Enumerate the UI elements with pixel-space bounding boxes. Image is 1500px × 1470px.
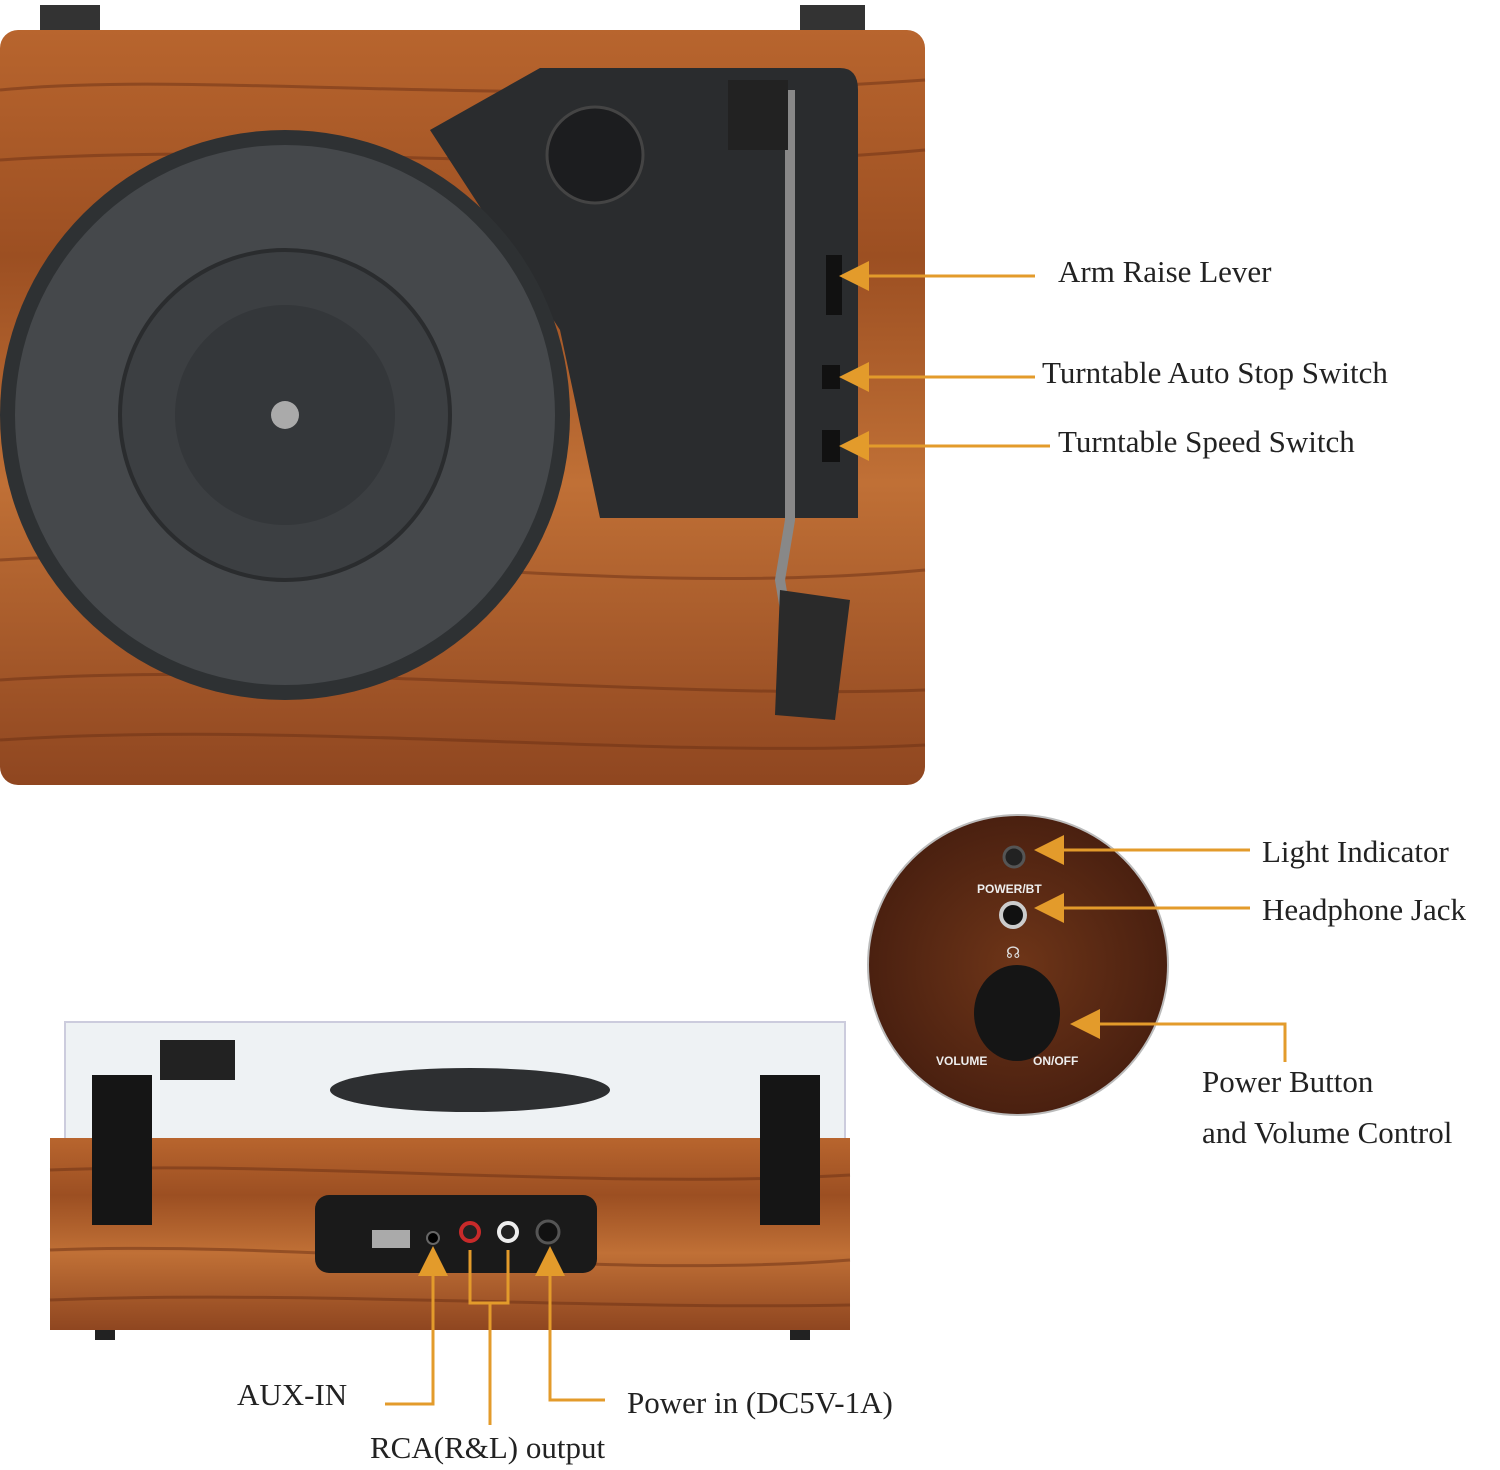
turntable-rear-view bbox=[49, 1021, 851, 1340]
label-power-button: Power Button bbox=[1202, 1064, 1374, 1099]
label-arm-raise-lever: Arm Raise Lever bbox=[1058, 254, 1272, 289]
label-rca-output: RCA(R&L) output bbox=[370, 1430, 605, 1465]
turntable-top-view bbox=[0, 5, 926, 785]
arrow bbox=[1070, 1009, 1287, 1062]
auto-stop-switch[interactable] bbox=[822, 365, 840, 389]
label-volume-control: and Volume Control bbox=[1202, 1115, 1452, 1150]
rca-left-port[interactable] bbox=[497, 1221, 519, 1243]
rca-right-port[interactable] bbox=[459, 1221, 481, 1243]
arm-raise-lever[interactable] bbox=[826, 255, 842, 315]
dc-power-port[interactable] bbox=[535, 1219, 561, 1245]
arm-rest bbox=[545, 105, 645, 205]
tonearm-plate bbox=[430, 68, 858, 518]
label-aux-in: AUX-IN bbox=[237, 1377, 347, 1412]
headphone-icon: ☊ bbox=[1006, 943, 1020, 962]
headshell bbox=[775, 590, 850, 720]
speed-switch[interactable] bbox=[822, 430, 840, 462]
arrow bbox=[535, 1246, 605, 1402]
hinge bbox=[40, 5, 100, 30]
control-panel-closeup: POWER/BT ☊ VOLUME ON/OFF bbox=[867, 814, 1169, 1116]
aux-in-port[interactable] bbox=[426, 1231, 440, 1245]
power-volume-knob[interactable] bbox=[974, 965, 1060, 1061]
arrow bbox=[385, 1246, 448, 1406]
hinge-right bbox=[760, 1075, 820, 1225]
light-indicator bbox=[1002, 845, 1026, 869]
hinge bbox=[800, 5, 865, 30]
counterweight bbox=[728, 80, 788, 150]
usb-port[interactable] bbox=[372, 1230, 410, 1248]
label-headphone-jack: Headphone Jack bbox=[1262, 892, 1466, 927]
label-power-in: Power in (DC5V-1A) bbox=[627, 1385, 893, 1420]
on-off-label: ON/OFF bbox=[1033, 1054, 1078, 1068]
arrow bbox=[468, 1250, 510, 1425]
label-light-indicator: Light Indicator bbox=[1262, 834, 1449, 869]
spindle bbox=[271, 401, 299, 429]
power-bt-label: POWER/BT bbox=[977, 882, 1042, 896]
label-auto-stop-switch: Turntable Auto Stop Switch bbox=[1042, 355, 1388, 390]
label-speed-switch: Turntable Speed Switch bbox=[1058, 424, 1355, 459]
headphone-jack[interactable] bbox=[999, 901, 1027, 929]
rear-port-panel bbox=[315, 1195, 597, 1273]
hinge-left bbox=[92, 1075, 152, 1225]
volume-label: VOLUME bbox=[936, 1054, 987, 1068]
